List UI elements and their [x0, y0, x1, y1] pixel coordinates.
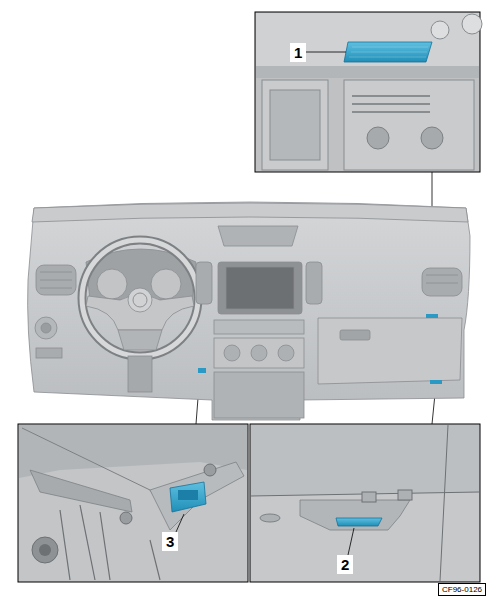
callout-number: 2: [337, 555, 353, 574]
figure-code: CF96-0126: [438, 583, 486, 596]
dashboard: [28, 202, 470, 420]
detail-inset-left: [18, 424, 248, 582]
detail-inset-top: [255, 12, 482, 172]
callout-number: 3: [162, 532, 178, 551]
detail-inset-right: [250, 424, 480, 582]
callout-number: 1: [290, 43, 306, 62]
